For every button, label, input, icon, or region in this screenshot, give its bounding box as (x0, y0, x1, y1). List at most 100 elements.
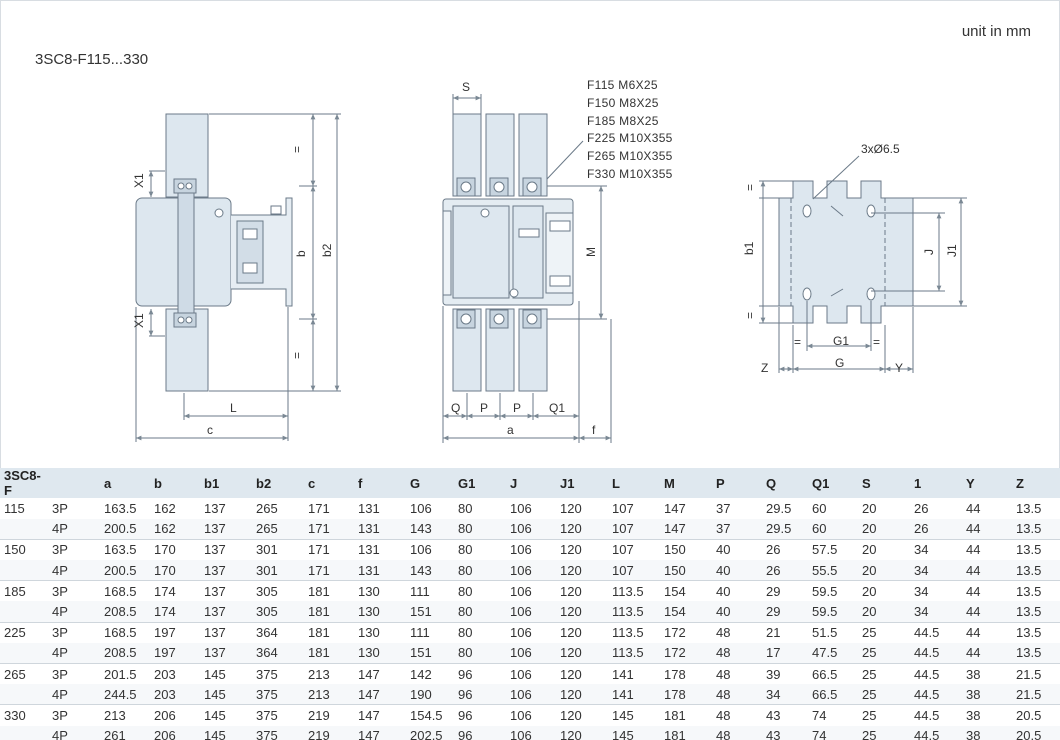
eq-left-label: = (794, 335, 801, 349)
value-cell: 48 (712, 684, 762, 705)
column-header: b1 (204, 475, 220, 491)
value-cell: 208.5 (100, 642, 150, 664)
value-cell: 142 (406, 663, 454, 685)
value-cell: 96 (454, 684, 506, 705)
value-cell: 13.5 (1012, 601, 1060, 623)
value-cell: 38 (962, 663, 1012, 685)
value-cell: 130 (354, 642, 406, 664)
value-cell: 120 (556, 642, 608, 664)
value-cell: 60 (808, 498, 858, 519)
value-cell: 145 (200, 684, 252, 705)
value-cell: 163.5 (100, 498, 150, 519)
value-cell: 141 (608, 684, 660, 705)
poles-cell: 3P (48, 580, 100, 602)
mounting-view (759, 155, 967, 373)
value-cell: 20 (858, 538, 910, 561)
value-cell: 48 (712, 642, 762, 664)
eq-bottom-label: = (743, 312, 757, 319)
poles-cell: 3P (48, 621, 100, 643)
value-cell: 107 (608, 538, 660, 561)
value-cell: 13.5 (1012, 518, 1060, 540)
value-cell: 137 (200, 580, 252, 602)
value-cell: 130 (354, 621, 406, 643)
model-cell: 330 (0, 704, 48, 726)
value-cell: 171 (304, 498, 354, 519)
equal-bottom-label: = (290, 352, 304, 359)
value-cell: 106 (506, 621, 556, 643)
value-cell: 34 (910, 580, 962, 602)
value-cell: 38 (962, 704, 1012, 726)
eq-top-label: = (743, 184, 757, 191)
value-cell: 38 (962, 725, 1012, 740)
value-cell: 141 (608, 663, 660, 685)
value-cell: 106 (506, 601, 556, 623)
value-cell: 200.5 (100, 560, 150, 581)
bolt-spec-4: F225 M10X355 (587, 131, 673, 145)
model-cell (0, 601, 48, 623)
value-cell: 29.5 (762, 498, 808, 519)
column-header: Z (1016, 475, 1024, 491)
value-cell: 80 (454, 498, 506, 519)
column-header: P (716, 475, 725, 491)
value-cell: 44 (962, 642, 1012, 664)
value-cell: 113.5 (608, 642, 660, 664)
m-label: M (584, 247, 598, 257)
column-header: J1 (560, 475, 575, 491)
value-cell: 120 (556, 601, 608, 623)
value-cell: 130 (354, 580, 406, 602)
value-cell: 120 (556, 498, 608, 519)
value-cell: 120 (556, 725, 608, 740)
value-cell: 206 (150, 704, 200, 726)
model-cell: 115 (0, 498, 48, 519)
value-cell: 137 (200, 601, 252, 623)
value-cell: 13.5 (1012, 560, 1060, 581)
value-cell: 120 (556, 704, 608, 726)
bolt-spec-2: F150 M8X25 (587, 96, 659, 110)
column-header: G1 (458, 475, 476, 491)
value-cell: 26 (910, 498, 962, 519)
value-cell: 48 (712, 725, 762, 740)
value-cell: 20 (858, 601, 910, 623)
value-cell: 43 (762, 725, 808, 740)
value-cell: 147 (354, 704, 406, 726)
value-cell: 17 (762, 642, 808, 664)
column-header: M (664, 475, 675, 491)
front-view-labels: S M Q P P Q1 a f F115 M6X25 F150 M8X25 F… (451, 78, 673, 437)
column-header: G (410, 475, 421, 491)
column-header (48, 468, 100, 498)
value-cell: 375 (252, 704, 304, 726)
model-cell: 225 (0, 621, 48, 643)
value-cell: 80 (454, 560, 506, 581)
value-cell: 111 (406, 580, 454, 602)
value-cell: 130 (354, 601, 406, 623)
value-cell: 137 (200, 621, 252, 643)
value-cell: 137 (200, 642, 252, 664)
value-cell: 106 (506, 642, 556, 664)
column-header: L (612, 475, 620, 491)
z-label: Z (761, 361, 768, 375)
poles-cell: 4P (48, 518, 100, 540)
value-cell: 131 (354, 538, 406, 561)
value-cell: 44.5 (910, 642, 962, 664)
value-cell: 25 (858, 621, 910, 643)
column-header: Q1 (812, 475, 830, 491)
value-cell: 20 (858, 580, 910, 602)
value-cell: 106 (406, 498, 454, 519)
value-cell: 120 (556, 518, 608, 540)
value-cell: 305 (252, 601, 304, 623)
value-cell: 106 (506, 663, 556, 685)
poles-cell: 4P (48, 560, 100, 581)
value-cell: 44 (962, 538, 1012, 561)
value-cell: 29 (762, 580, 808, 602)
value-cell: 96 (454, 725, 506, 740)
value-cell: 80 (454, 518, 506, 540)
value-cell: 208.5 (100, 601, 150, 623)
value-cell: 107 (608, 498, 660, 519)
value-cell: 143 (406, 560, 454, 581)
value-cell: 40 (712, 538, 762, 561)
value-cell: 375 (252, 684, 304, 705)
value-cell: 131 (354, 518, 406, 540)
